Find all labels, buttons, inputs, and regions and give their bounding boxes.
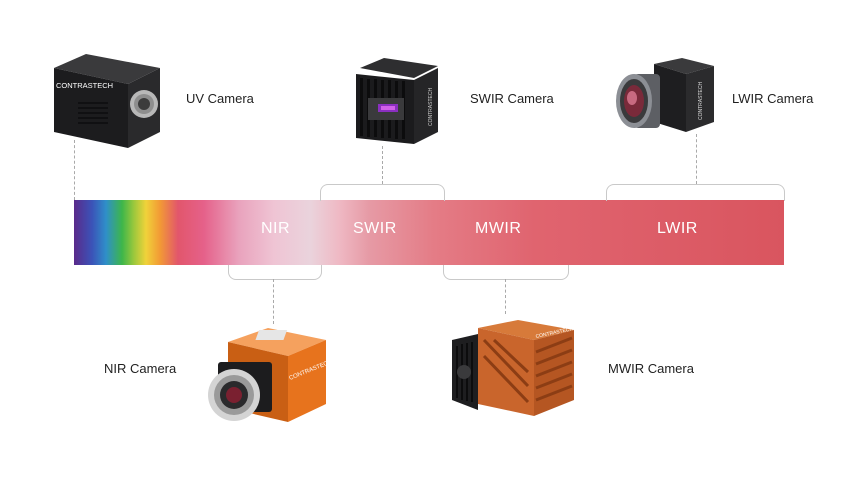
lwir-camera-brand: CONTRASTECH: [698, 82, 704, 120]
uv-connector: [74, 140, 75, 200]
band-label-lwir: LWIR: [657, 220, 698, 237]
swir-camera-label: SWIR Camera: [470, 91, 554, 106]
nir-range-bracket: [228, 265, 322, 280]
nir-connector: [273, 279, 274, 324]
lwir-connector: [696, 134, 697, 184]
nir-camera-label: NIR Camera: [104, 361, 177, 376]
swir-range-bracket: [320, 184, 445, 201]
swir-camera-brand: CONTRASTECH: [428, 88, 434, 126]
band-label-mwir: MWIR: [475, 220, 522, 237]
uv-camera-brand: CONTRASTECH: [56, 81, 113, 90]
lwir-camera-image: CONTRASTECH: [616, 58, 714, 132]
swir-camera-image: CONTRASTECH: [356, 58, 438, 144]
spectrum-band: [74, 200, 784, 265]
mwir-camera-label: MWIR Camera: [608, 361, 694, 376]
mwir-camera-image: CONTRASTECH: [452, 320, 574, 416]
band-label-swir: SWIR: [353, 220, 397, 237]
band-label-nir: NIR: [261, 220, 291, 237]
mwir-range-bracket: [443, 265, 569, 280]
uv-camera-image: CONTRASTECH: [54, 54, 160, 148]
swir-connector: [382, 146, 383, 184]
lwir-camera-label: LWIR Camera: [732, 91, 814, 106]
uv-camera-label: UV Camera: [186, 91, 254, 106]
lwir-range-bracket: [606, 184, 785, 201]
nir-camera-image: CONTRASTECH: [208, 328, 330, 422]
mwir-connector: [505, 279, 506, 314]
